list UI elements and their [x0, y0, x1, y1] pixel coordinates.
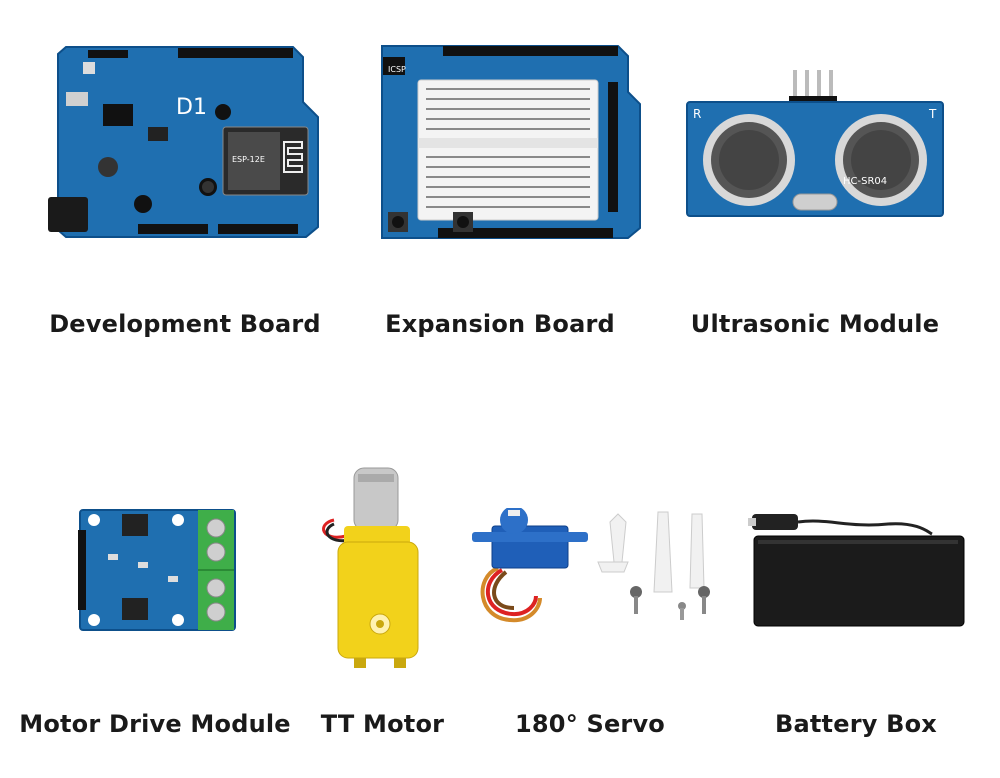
- ultrasonic-module-icon: HC-SR04 R T: [686, 70, 944, 217]
- product-expansion-board: ICSP Expansion Board: [350, 0, 670, 360]
- ultrasonic-transmitter-label: T: [928, 107, 937, 121]
- label-motor-drive-module: Motor Drive Module: [19, 710, 291, 738]
- dev-board-chip-label: ESP-12E: [232, 155, 265, 164]
- label-servo: 180° Servo: [515, 710, 665, 738]
- dev-board-icon: D1 ESP-12E: [48, 46, 319, 238]
- label-tt-motor: TT Motor: [320, 710, 445, 738]
- servo-icon: [472, 508, 710, 623]
- product-battery-box: Battery Box: [740, 380, 1000, 778]
- ultrasonic-receiver-label: R: [693, 107, 701, 121]
- label-expansion-board: Expansion Board: [385, 310, 615, 338]
- expansion-board-icon: ICSP: [381, 45, 641, 239]
- ultrasonic-model-label: HC-SR04: [843, 176, 887, 187]
- battery-box-icon: [748, 514, 965, 627]
- product-development-board: D1 ESP-12E Development Board: [0, 0, 330, 360]
- product-servo: 180° Servo: [460, 380, 740, 778]
- label-battery-box: Battery Box: [774, 710, 937, 738]
- dev-board-title: D1: [176, 95, 207, 120]
- label-ultrasonic-module: Ultrasonic Module: [690, 310, 940, 338]
- label-development-board: Development Board: [49, 310, 321, 338]
- motor-drive-module-icon: [78, 509, 236, 631]
- product-ultrasonic-module: HC-SR04 R T Ultrasonic Module: [670, 0, 1000, 360]
- product-motor-drive-module: Motor Drive Module: [0, 380, 310, 778]
- product-tt-motor: TT Motor: [310, 380, 460, 778]
- tt-motor-icon: [322, 467, 419, 668]
- expansion-icsp-label: ICSP: [388, 65, 406, 74]
